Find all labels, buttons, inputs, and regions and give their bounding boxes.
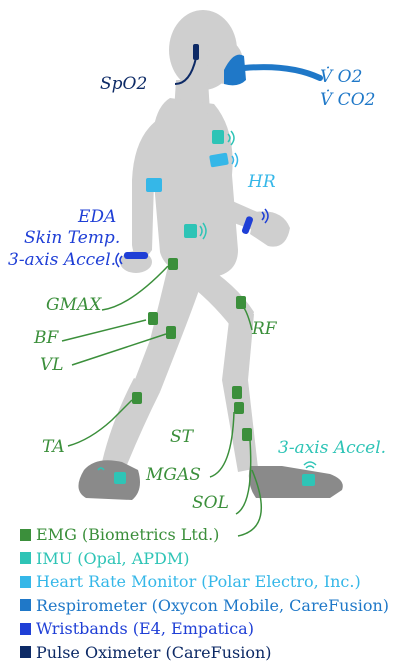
label-sol: SOL [192, 493, 229, 513]
label-rf: RF [251, 319, 278, 339]
label-eda: EDA [77, 207, 116, 227]
label-spo2: SpO2 [100, 74, 147, 94]
wristband-back [124, 252, 148, 259]
label-gmax: GMAX [46, 295, 102, 315]
respirometer-tube [244, 67, 320, 78]
label-ta: TA [42, 437, 65, 457]
legend-label-imu: IMU (Opal, APDM) [36, 549, 189, 568]
label-bf: BF [33, 328, 59, 348]
legend-item-wristbands: Wristbands (E4, Empatica) [20, 617, 389, 641]
legend-label-wristbands: Wristbands (E4, Empatica) [36, 619, 254, 638]
legend-swatch-wristbands [20, 623, 31, 635]
imu-hip [184, 224, 197, 238]
label-accel-foot: 3-axis Accel. [278, 438, 386, 458]
hr-strap [146, 178, 162, 192]
emg-mgas [234, 402, 244, 414]
legend-swatch-respirometer [20, 599, 31, 611]
legend-label-hr: Heart Rate Monitor (Polar Electro, Inc.) [36, 572, 361, 591]
legend-swatch-imu [20, 552, 31, 564]
label-accel-wrist: 3-axis Accel. [8, 250, 116, 270]
pulse-oximeter-sensor [193, 44, 199, 60]
emg-rf [236, 296, 246, 309]
legend-item-imu: IMU (Opal, APDM) [20, 547, 389, 571]
legend-item-pulse-oximeter: Pulse Oximeter (CareFusion) [20, 641, 389, 664]
legend-swatch-pulse-oximeter [20, 646, 31, 658]
label-vo2: V̇ O2 [320, 67, 362, 87]
emg-st [232, 386, 242, 399]
emg-ta [132, 392, 142, 404]
legend-item-hr: Heart Rate Monitor (Polar Electro, Inc.) [20, 570, 389, 594]
legend-label-respirometer: Respirometer (Oxycon Mobile, CareFusion) [36, 596, 389, 615]
label-vl: VL [40, 355, 64, 375]
label-mgas: MGAS [145, 465, 201, 485]
label-vco2: V̇ CO2 [320, 90, 375, 110]
label-hr: HR [247, 172, 276, 192]
front-shoe [249, 466, 343, 498]
emg-sol [242, 428, 252, 441]
legend-swatch-emg [20, 529, 31, 541]
legend-item-respirometer: Respirometer (Oxycon Mobile, CareFusion) [20, 594, 389, 618]
legend-label-pulse-oximeter: Pulse Oximeter (CareFusion) [36, 643, 272, 662]
emg-bf [148, 312, 158, 325]
legend: EMG (Biometrics Ltd.) IMU (Opal, APDM) H… [20, 523, 389, 664]
label-st: ST [170, 427, 195, 447]
imu-front-foot [302, 474, 315, 486]
back-shoe [78, 460, 140, 500]
hr-wireless-icon [232, 153, 238, 167]
imu-chest [212, 130, 224, 144]
respirometer [224, 55, 320, 86]
emg-gmax [168, 258, 178, 270]
label-skin-temp: Skin Temp. [24, 228, 120, 248]
legend-item-emg: EMG (Biometrics Ltd.) [20, 523, 389, 547]
emg-vl [166, 326, 176, 339]
legend-swatch-hr [20, 576, 31, 588]
imu-back-foot [114, 472, 126, 484]
legend-label-emg: EMG (Biometrics Ltd.) [36, 525, 219, 544]
